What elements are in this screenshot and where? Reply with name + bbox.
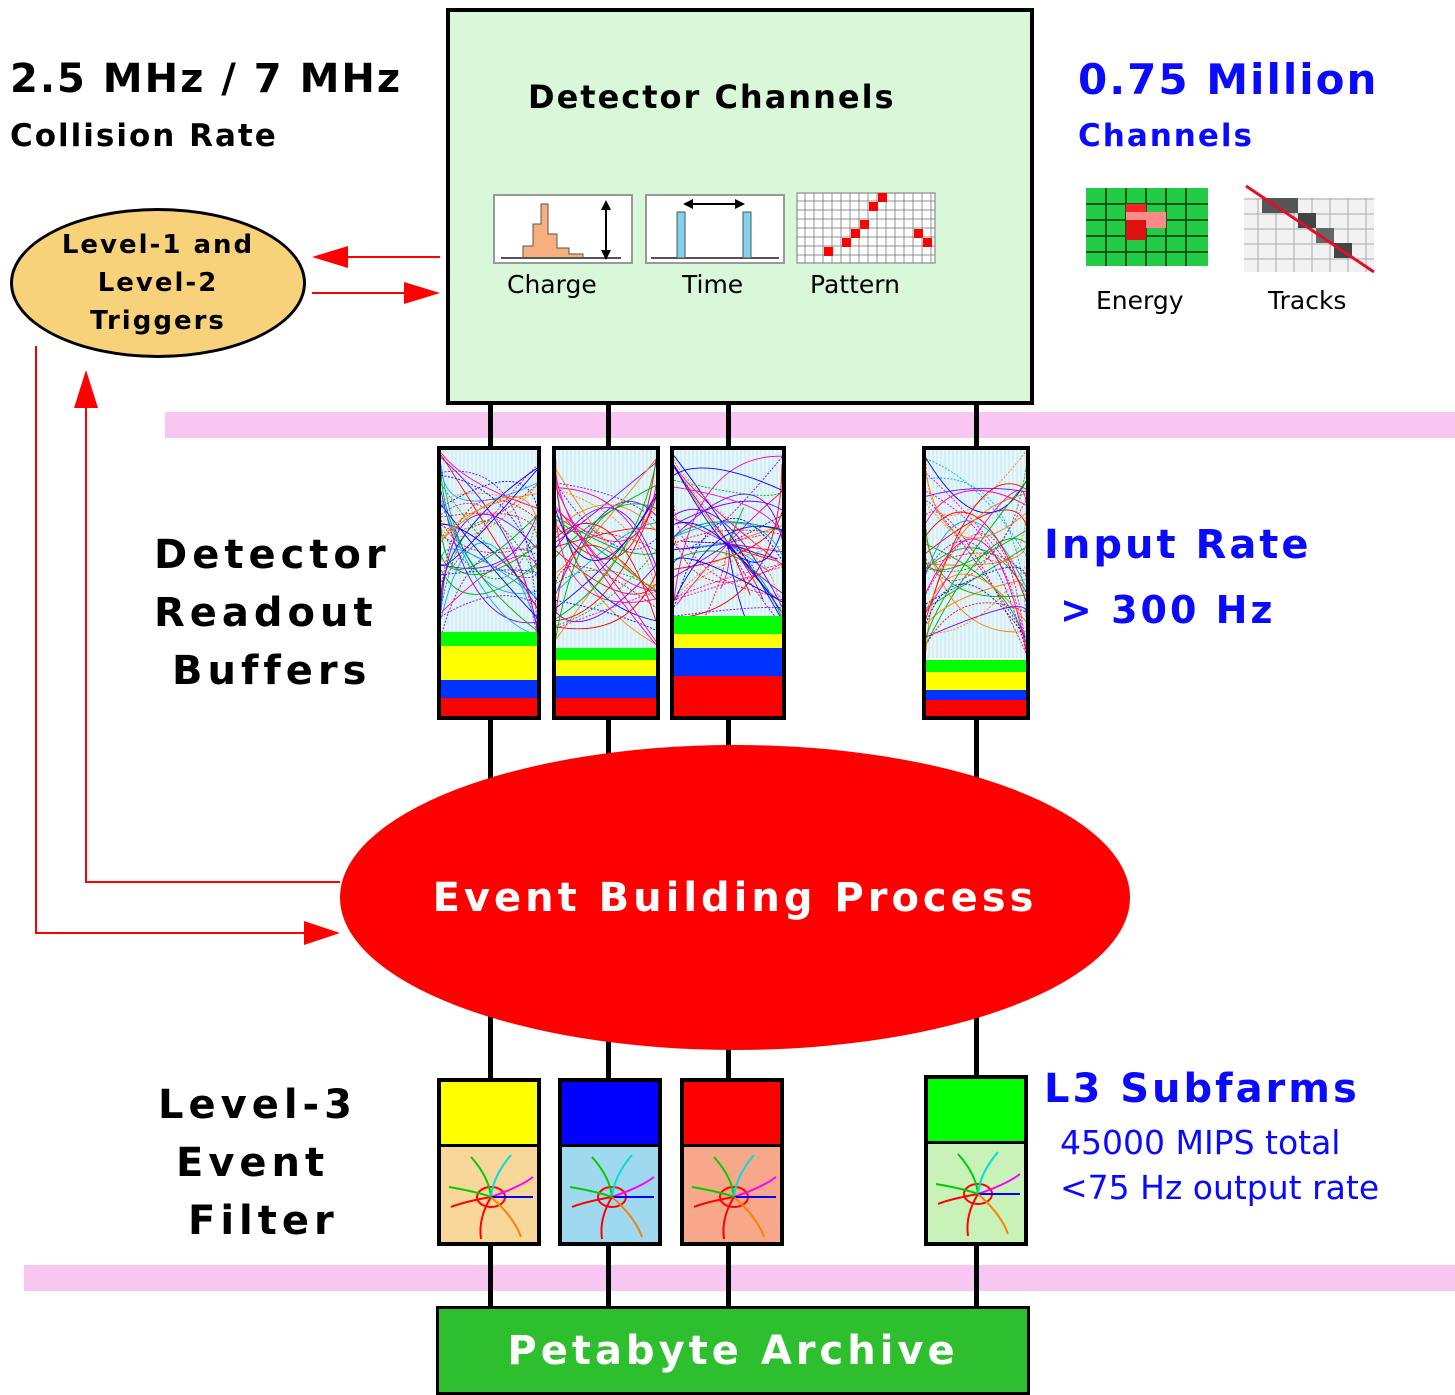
readout-buffer	[670, 446, 786, 720]
pattern-label: Pattern	[810, 270, 900, 299]
trigger-line-2: Level-2	[97, 268, 219, 298]
connector-line	[488, 405, 493, 447]
event-display-icon	[935, 1151, 1021, 1237]
buffer-fill-stripe	[926, 690, 1026, 700]
event-tracks-display	[556, 450, 656, 716]
event-building-label: Event Building Process	[432, 874, 1038, 921]
readout-line-1: Detector	[154, 532, 391, 578]
time-label: Time	[682, 270, 744, 299]
input-rate-label: Input Rate	[1044, 522, 1312, 568]
buffer-fill-stripe	[674, 648, 782, 676]
channel-count: 0.75 Million	[1078, 55, 1379, 104]
readout-line-2: Readout	[154, 590, 378, 636]
arrow-to-detector	[404, 282, 440, 304]
trigger-oval[interactable]: Level-1 and Level-2 Triggers	[10, 208, 306, 358]
buffer-fill-stripe	[441, 646, 537, 680]
input-rate-value: > 300 Hz	[1060, 588, 1276, 632]
buffer-fill-stripe	[674, 676, 782, 716]
event-display-icon	[448, 1154, 534, 1240]
tracks-label: Tracks	[1268, 286, 1347, 315]
readout-line-3: Buffers	[172, 648, 372, 694]
subfarm-header	[928, 1079, 1024, 1144]
event-tracks-display	[926, 450, 1026, 716]
time-pulse-icon	[645, 194, 785, 264]
buffer-fill-stripe	[441, 698, 537, 716]
subfarm-node	[924, 1075, 1028, 1246]
tracks-grid-icon	[1240, 184, 1380, 276]
connector-line	[974, 405, 979, 447]
event-tracks-display	[674, 450, 782, 716]
event-building-oval[interactable]: Event Building Process	[340, 745, 1130, 1050]
subfarm-header	[684, 1082, 780, 1147]
connector-line	[606, 405, 611, 447]
event-display-icon	[691, 1154, 777, 1240]
energy-grid-icon	[1086, 188, 1208, 266]
readout-buffer	[922, 446, 1030, 720]
collision-rate-value: 2.5 MHz / 7 MHz	[10, 56, 403, 102]
connector-line	[726, 405, 731, 447]
buffer-fill-stripe	[926, 672, 1026, 690]
buffer-fill-stripe	[556, 698, 656, 716]
lower-separator-band	[24, 1265, 1455, 1291]
charge-label: Charge	[507, 270, 597, 299]
trigger-line-3: Triggers	[90, 306, 226, 336]
buffer-fill-stripe	[556, 648, 656, 660]
event-tracks-display	[441, 450, 537, 716]
readout-buffer	[437, 446, 541, 720]
detector-channels-title: Detector Channels	[528, 78, 896, 116]
upper-separator-band	[165, 412, 1455, 438]
event-display-icon	[569, 1154, 655, 1240]
arrow-to-trigger	[312, 246, 348, 268]
charge-histogram-icon	[493, 194, 633, 264]
subfarm-node	[680, 1078, 784, 1246]
subfarms-output: <75 Hz output rate	[1060, 1168, 1380, 1207]
energy-label: Energy	[1096, 286, 1184, 315]
buffer-fill-stripe	[674, 616, 782, 634]
buffer-fill-stripe	[674, 634, 782, 648]
buffer-fill-stripe	[441, 632, 537, 646]
trigger-line-1: Level-1 and	[61, 230, 255, 260]
buffer-fill-stripe	[926, 660, 1026, 672]
arrow-to-event-builder	[304, 921, 340, 945]
connector-line	[974, 1245, 979, 1307]
level3-line-3: Filter	[188, 1198, 339, 1244]
subfarm-node	[558, 1078, 662, 1246]
buffer-fill-stripe	[441, 680, 537, 698]
buffer-fill-stripe	[556, 660, 656, 676]
buffer-fill-stripe	[926, 700, 1026, 716]
level3-line-1: Level-3	[158, 1082, 357, 1128]
subfarms-mips: 45000 MIPS total	[1060, 1123, 1341, 1162]
collision-rate-label: Collision Rate	[10, 118, 278, 154]
connector-line	[726, 1245, 731, 1307]
subfarm-node	[437, 1078, 541, 1246]
arrow-up-to-trigger	[74, 370, 98, 408]
subfarm-header	[562, 1082, 658, 1147]
petabyte-archive[interactable]: Petabyte Archive	[436, 1306, 1030, 1395]
readout-buffer	[552, 446, 660, 720]
connector-line	[606, 1245, 611, 1307]
archive-label: Petabyte Archive	[507, 1327, 959, 1374]
channels-label: Channels	[1078, 118, 1254, 154]
subfarm-header	[441, 1082, 537, 1147]
pattern-grid-icon	[796, 192, 936, 264]
subfarms-title: L3 Subfarms	[1044, 1066, 1360, 1112]
connector-line	[488, 1245, 493, 1307]
buffer-fill-stripe	[556, 676, 656, 698]
level3-line-2: Event	[176, 1140, 330, 1186]
